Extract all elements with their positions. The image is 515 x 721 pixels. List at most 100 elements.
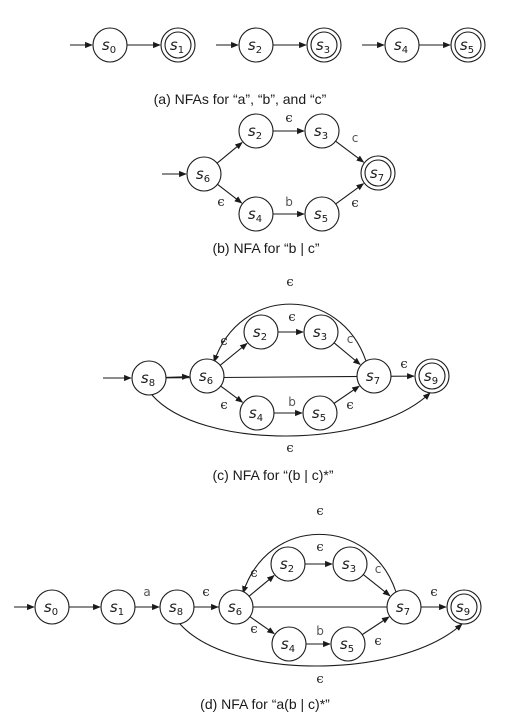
state-name-s2: s2 (280, 555, 294, 575)
state-s4: s4 (271, 626, 307, 662)
epsilon-label: ϵ (286, 441, 293, 456)
state-circle (270, 546, 306, 582)
state-s6: s6 (218, 589, 254, 625)
state-circle (356, 358, 392, 394)
state-circle (330, 626, 366, 662)
epsilon-label: ϵ (220, 334, 227, 349)
accepting-ring (364, 159, 392, 187)
state-circle (243, 314, 279, 350)
state-name-s7: s7 (370, 164, 384, 184)
state-s9: s9 (446, 589, 482, 625)
transition-s6-s4 (220, 385, 244, 403)
symbol-label-c: c (347, 332, 354, 346)
epsilon-label: ϵ (316, 540, 323, 555)
state-name-s6: s6 (199, 367, 213, 387)
state-circle (304, 196, 340, 232)
state-circle (239, 395, 275, 431)
state-circle (218, 589, 254, 625)
epsilon-label: ϵ (288, 310, 295, 325)
state-s3: s3 (303, 314, 339, 350)
state-s2: s2 (238, 113, 274, 149)
state-s4: s4 (239, 395, 275, 431)
state-s3: s3 (304, 113, 340, 149)
state-s6: s6 (186, 156, 222, 192)
state-s7: s7 (360, 155, 396, 191)
transition-s3-s7 (335, 140, 365, 163)
epsilon-label: ϵ (202, 585, 209, 600)
state-s4: s4 (238, 196, 274, 232)
state-name-s5: s5 (460, 36, 474, 56)
state-name-s2: s2 (253, 323, 267, 343)
state-s2: s2 (270, 546, 306, 582)
accepting-ring (418, 362, 446, 390)
transition-s3-s7 (333, 342, 361, 365)
state-name-s0: s0 (102, 36, 116, 56)
state-circle (100, 589, 136, 625)
transition-s7-s9 (242, 534, 397, 594)
state-s6: s6 (189, 358, 225, 394)
transition-s6-s2 (248, 574, 275, 597)
state-s1: s1 (160, 27, 196, 63)
symbol-label-b: b (285, 195, 293, 209)
state-s5: s5 (302, 395, 338, 431)
state-name-s3: s3 (342, 555, 356, 575)
accepting-ring (454, 31, 482, 59)
state-name-s1: s1 (170, 36, 184, 56)
transition-s5-s7 (361, 616, 390, 636)
state-circle (238, 113, 274, 149)
state-name-s5: s5 (314, 205, 328, 225)
symbol-label-a: a (143, 585, 150, 599)
state-circle (238, 27, 274, 63)
state-circle (304, 113, 340, 149)
epsilon-label: ϵ (220, 398, 227, 413)
epsilon-label: ϵ (250, 622, 257, 637)
state-name-s4: s4 (281, 635, 295, 655)
state-name-s9: s9 (456, 598, 470, 618)
panel-caption: (b) NFA for “b | c” (212, 240, 319, 256)
state-name-s4: s4 (394, 36, 408, 56)
accepting-ring (164, 31, 192, 59)
state-s9: s9 (414, 358, 450, 394)
state-circle (238, 196, 274, 232)
symbol-label-c: c (352, 131, 359, 145)
state-name-s1: s1 (110, 598, 124, 618)
epsilon-label: ϵ (250, 566, 257, 581)
state-name-s5: s5 (312, 404, 326, 424)
state-circle (159, 589, 195, 625)
state-circle (303, 314, 339, 350)
symbol-label-b: b (316, 624, 324, 638)
transition-s6-s4 (249, 616, 275, 635)
epsilon-label: ϵ (217, 195, 224, 210)
epsilon-label: ϵ (430, 585, 437, 600)
state-circle (189, 358, 225, 394)
state-name-s6: s6 (228, 598, 242, 618)
transition-s3-s7 (362, 574, 391, 597)
state-circle (34, 589, 70, 625)
state-s1: s1 (100, 589, 136, 625)
transition-s6-s2 (216, 141, 243, 164)
transition-s8-s6 (165, 373, 190, 380)
state-name-s4: s4 (248, 205, 262, 225)
state-name-s0: s0 (44, 598, 58, 618)
transition-s7-s6 (179, 623, 463, 667)
panel-caption: (c) NFA for “(b | c)*” (212, 467, 333, 483)
state-name-s7: s7 (366, 367, 380, 387)
panel-caption: (d) NFA for “a(b | c)*” (200, 696, 330, 712)
state-s7: s7 (386, 589, 422, 625)
state-s3: s3 (306, 27, 342, 63)
transition-s7-s6 (151, 392, 431, 437)
state-s4: s4 (384, 27, 420, 63)
accepting-ring (450, 593, 478, 621)
epsilon-label: ϵ (285, 111, 292, 126)
transition-s5-s7 (335, 183, 365, 205)
state-name-s3: s3 (314, 122, 328, 142)
state-name-s2: s2 (248, 122, 262, 142)
state-name-s6: s6 (196, 165, 210, 185)
epsilon-label: ϵ (286, 275, 293, 290)
transition-s6-s2 (219, 342, 248, 366)
state-circle (332, 546, 368, 582)
state-s0: s0 (92, 27, 128, 63)
epsilon-label: ϵ (400, 357, 407, 372)
